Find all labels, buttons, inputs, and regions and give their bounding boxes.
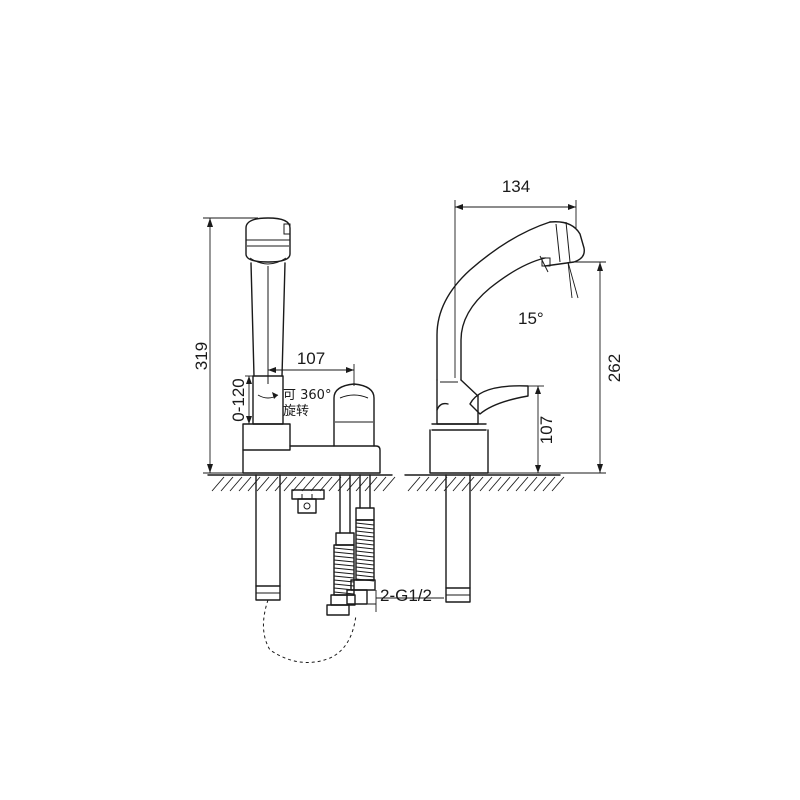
counter-hatch-line: [238, 476, 252, 492]
dim-label-319: 319: [192, 342, 211, 370]
counter-hatch-line: [319, 476, 333, 492]
counter-hatch-line: [301, 476, 315, 492]
hose-braid-line: [333, 547, 355, 551]
counter-hatch-line: [328, 476, 342, 492]
front-handle: [333, 383, 375, 447]
hose-braid-line: [355, 574, 375, 578]
dim-spout-reach-front: 107: [267, 349, 355, 386]
hose-braid-line: [355, 522, 375, 526]
hose-braid-line: [355, 526, 375, 530]
counter-hatch-line: [461, 476, 475, 492]
counter-hatch-line: [515, 476, 529, 492]
hose-braid-line: [333, 591, 355, 595]
counter-hatch-line: [283, 476, 297, 492]
counter-hatch-line: [247, 476, 261, 492]
angle-label: 15°: [518, 309, 544, 328]
hose-braid-line: [355, 546, 375, 550]
counter-hatch-line: [470, 476, 484, 492]
counter-hatch-line: [542, 476, 556, 492]
dim-label-0-120: 0-120: [229, 378, 248, 421]
hose-braid-line: [333, 575, 355, 579]
supply-hoses: [326, 474, 376, 616]
dim-handle-height-side: 107: [528, 385, 556, 473]
hose-braid-line: [355, 538, 375, 542]
counter-hatch-line: [346, 476, 360, 492]
curved-spout: [436, 221, 585, 383]
dim-spout-height-side: 262: [488, 261, 624, 474]
counter-front: [207, 474, 396, 492]
hose-braid-line: [355, 566, 375, 570]
dim-spout-reach-side: 134: [454, 177, 577, 378]
counter-hatch-line: [479, 476, 493, 492]
hose-braid-line: [333, 571, 355, 575]
counter-hatch-line: [382, 476, 396, 492]
hose-braid-line: [355, 570, 375, 574]
counter-hatch-line: [256, 476, 270, 492]
spray-angle: 15°: [518, 261, 579, 328]
rotate-annotation-line2: 旋转: [283, 404, 309, 419]
thread-label: 2-G1/2: [380, 586, 432, 605]
counter-hatch-line: [416, 476, 430, 492]
spray-head: [245, 217, 291, 265]
counter-hatch-line: [551, 476, 565, 492]
hose-braid-line: [333, 555, 355, 559]
hose-braid-line: [355, 530, 375, 534]
dim-total-height: 319: [192, 217, 258, 474]
mounting-nut: [291, 489, 325, 514]
hose-braid-line: [355, 554, 375, 558]
side-body: [429, 379, 529, 474]
front-view: 319 0-120 107 可 360° 旋转 2-G1/: [192, 217, 444, 663]
counter-hatch-line: [524, 476, 538, 492]
hose-braid-line: [355, 562, 375, 566]
counter-hatch-line: [211, 476, 225, 492]
hose-braid-line: [333, 563, 355, 567]
dim-label-262: 262: [605, 354, 624, 382]
counter-hatch-line: [364, 476, 378, 492]
counter-hatch-line: [497, 476, 511, 492]
hose-braid-line: [333, 559, 355, 563]
hose-braid-line: [333, 567, 355, 571]
counter-hatch-line: [452, 476, 466, 492]
counter-hatch-line: [373, 476, 387, 492]
thread-callout: 2-G1/2: [348, 586, 444, 612]
counter-hatch-line: [220, 476, 234, 492]
counter-hatch-line: [407, 476, 421, 492]
deck-base: [242, 423, 381, 474]
dim-label-107-front: 107: [297, 349, 325, 368]
dim-rotation-height: 0-120: [229, 375, 253, 425]
dim-label-107-side: 107: [537, 416, 556, 444]
counter-hatch-line: [425, 476, 439, 492]
side-hose: [445, 474, 471, 603]
spray-hose: [255, 474, 357, 663]
rotate-annotation-line1: 可 360°: [283, 388, 331, 403]
counter-hatch-line: [434, 476, 448, 492]
hose-braid-line: [355, 550, 375, 554]
counter-hatch-line: [229, 476, 243, 492]
counter-hatch-line: [488, 476, 502, 492]
hose-braid-line: [355, 534, 375, 538]
counter-side: [404, 474, 565, 492]
hose-braid-line: [355, 542, 375, 546]
counter-hatch-line: [506, 476, 520, 492]
side-view: 15°: [404, 177, 624, 603]
hose-braid-line: [333, 551, 355, 555]
counter-hatch-line: [274, 476, 288, 492]
counter-hatch-line: [533, 476, 547, 492]
hose-braid-line: [355, 558, 375, 562]
counter-hatch-line: [310, 476, 324, 492]
counter-hatch-line: [292, 476, 306, 492]
counter-hatch-line: [265, 476, 279, 492]
dim-label-134: 134: [502, 177, 530, 196]
counter-hatch-line: [355, 476, 369, 492]
